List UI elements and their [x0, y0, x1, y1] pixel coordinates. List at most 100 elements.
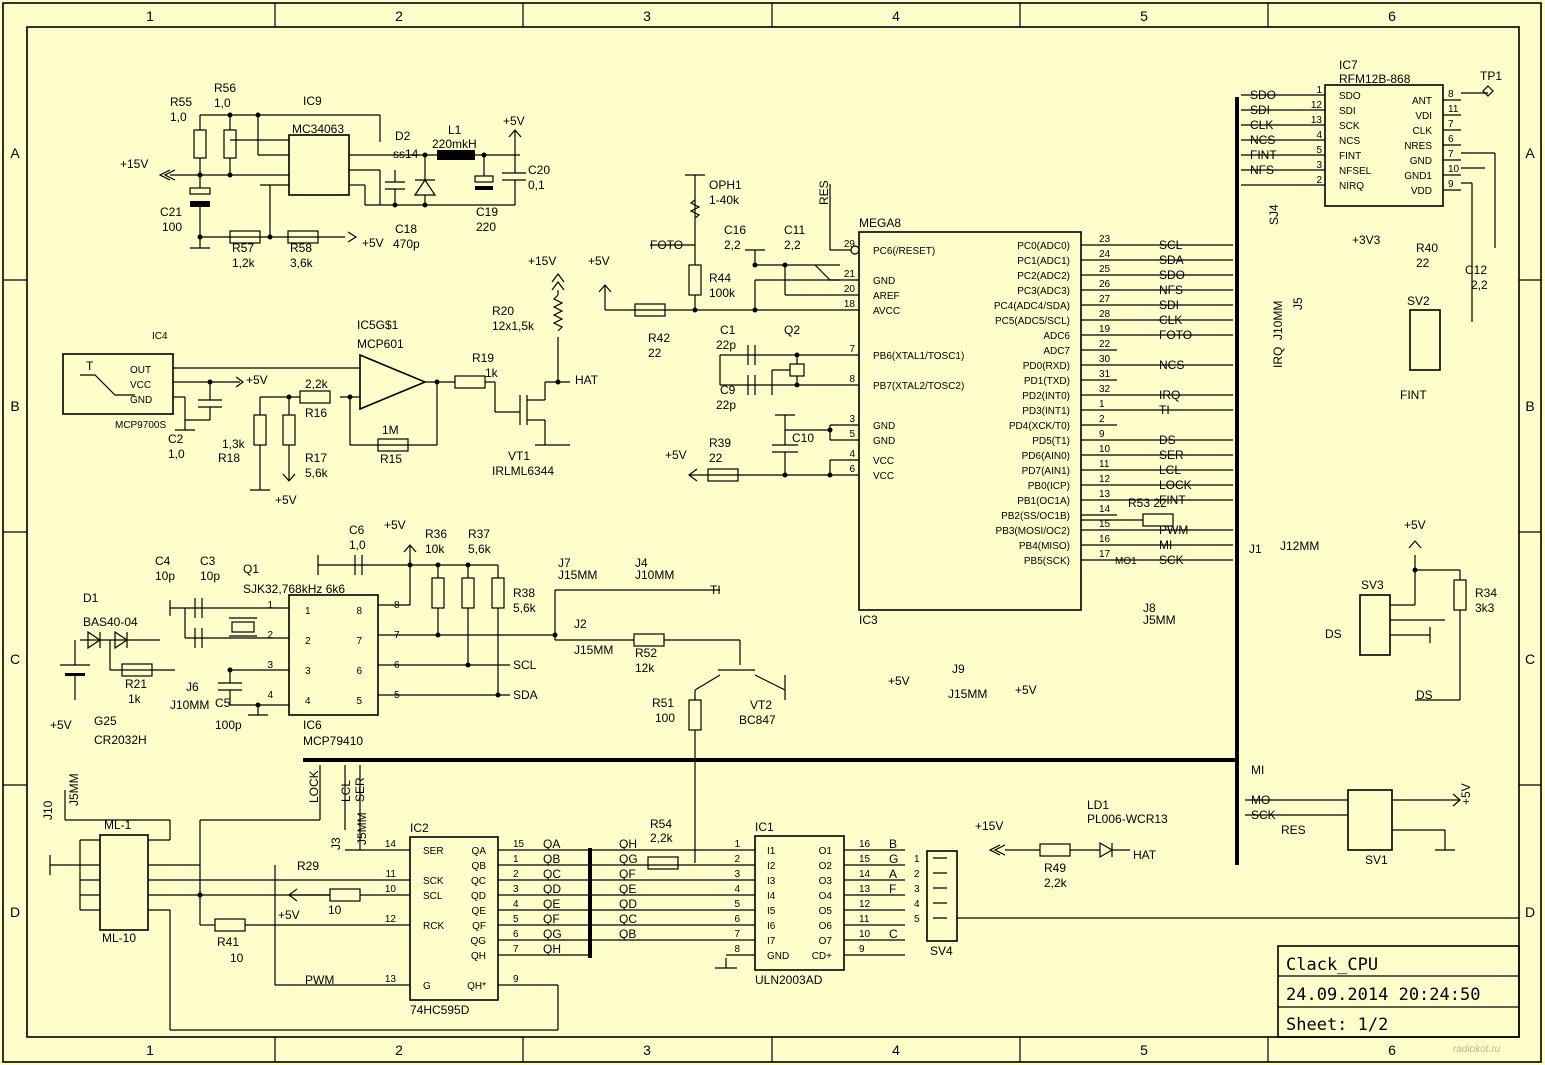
r52-label: R52 [635, 646, 657, 660]
mcu-pin-number: 4 [849, 449, 855, 460]
mcu-pin-name: ADC6 [1043, 331, 1070, 342]
watermark-text: radiokot.ru [1453, 1044, 1501, 1055]
mcu-net-label: FINT [1159, 493, 1186, 507]
r36-body [431, 577, 445, 609]
ic1-pin-number: 13 [859, 884, 871, 895]
c20-label: C20 [528, 163, 550, 177]
ic1-net-label: QG [619, 852, 638, 866]
rfm-pin-number: 2 [1316, 175, 1322, 186]
mcu-pin-name: PD3(INT1) [1022, 406, 1070, 417]
ic1-pin-number: 11 [859, 914, 870, 925]
plus15-label-2: +15V [528, 254, 556, 268]
sv3-ds: DS [1325, 627, 1342, 641]
c9-value: 22p [716, 398, 736, 412]
c6-value: 1,0 [349, 538, 366, 552]
ic2-pin-number: 13 [385, 974, 397, 985]
mcu-pin-number: 1 [1099, 399, 1105, 410]
r58-value: 3,6k [290, 256, 314, 270]
rfm-net-label: NFS [1250, 163, 1274, 177]
plus15-label-3: +15V [975, 819, 1003, 833]
ic4-out: OUT [130, 365, 151, 376]
column-label-bottom: 3 [643, 1042, 651, 1058]
mcu-pin-number: 3 [849, 414, 855, 425]
ic1-net-label: QD [619, 897, 637, 911]
sv1-mi: MI [1251, 763, 1264, 777]
rfm-pin-number: 9 [1448, 179, 1454, 190]
ic1-pin-name: O3 [819, 876, 833, 887]
rtc-pin-name: 7 [356, 636, 362, 647]
mcu-pin-number: 9 [1099, 429, 1105, 440]
rfm-pin-number: 11 [1448, 104, 1459, 115]
ic1-pin-name: GND [767, 951, 789, 962]
j9-value: J15MM [948, 687, 987, 701]
mcu-pin-number: 7 [849, 344, 855, 355]
mcu-net-label: SDI [1159, 298, 1179, 312]
ic1-net-label: QB [619, 927, 636, 941]
date-text: 24.09.2014 20:24:50 [1286, 985, 1480, 1005]
mcu-pin-name: PD4(XCK/T0) [1009, 421, 1070, 432]
tp1-label: TP1 [1480, 69, 1502, 83]
g25-value: CR2032H [94, 733, 147, 747]
rfm-pin-number: 1 [1316, 85, 1322, 96]
mcu-pin-number: 2 [1099, 414, 1105, 425]
mcu-net-label: TI [1159, 403, 1170, 417]
rtc-pin-name: 4 [305, 696, 311, 707]
r56-value: 1,0 [214, 96, 231, 110]
r29-value: 10 [328, 903, 342, 917]
ic2-pin-name: QH* [467, 981, 486, 992]
j8-label: J8 [1143, 601, 1156, 615]
plus5-label-6: +5V [665, 448, 687, 462]
ic2-pin-number: 15 [513, 839, 525, 850]
ic2-ref: IC2 [410, 821, 429, 835]
r16-label: R16 [305, 406, 327, 420]
c11-value: 2,2 [784, 238, 801, 252]
r21-body [121, 663, 153, 677]
j7-label: J7 [558, 556, 571, 570]
j2-value: J15MM [574, 643, 613, 657]
j2-label: J2 [574, 617, 587, 631]
mcu-net-label: IRQ [1159, 388, 1180, 402]
plus5-label-4: +5V [275, 493, 297, 507]
c12-label: C12 [1465, 263, 1487, 277]
mcu-pin-name: PC2(ADC2) [1017, 271, 1070, 282]
r56-label: R56 [214, 81, 236, 95]
q-net-label: QF [543, 912, 560, 926]
r54-value: 2,2k [650, 831, 674, 845]
ds-net-label: DS [1416, 688, 1433, 702]
c18-value: 470p [393, 237, 420, 251]
rfm-pin-number: 10 [1448, 164, 1460, 175]
ic2-pin-name: SER [423, 846, 444, 857]
plus33-label: +3V3 [1352, 233, 1381, 247]
column-label-bottom: 2 [395, 1042, 403, 1058]
rfm-pin-number: 6 [1448, 134, 1454, 145]
ic1-pin-number: 6 [734, 914, 740, 925]
j10-label: J10 [41, 800, 55, 820]
r18-body [253, 414, 267, 446]
column-label-bottom: 5 [1140, 1042, 1148, 1058]
plus5-label-12: +5V [1459, 783, 1473, 805]
ic2-pin-number: 3 [513, 884, 519, 895]
mcu-pin-number: 28 [1099, 309, 1111, 320]
sv4-label: SV4 [930, 944, 953, 958]
l1-value: 220mkH [432, 137, 477, 151]
rfm-pin-name: GND1 [1404, 171, 1432, 182]
rtc-pin-name: 1 [305, 606, 311, 617]
r34-label: R34 [1475, 586, 1497, 600]
mcu-pin-name: PB5(SCK) [1024, 556, 1070, 567]
ser-bus-label: SER [353, 777, 367, 802]
ic5-name: MCP601 [357, 337, 404, 351]
mcu-pin-name: PB4(MISO) [1019, 541, 1070, 552]
rtc-sda-net: SDA [513, 688, 538, 702]
r58-label: R58 [290, 241, 312, 255]
sv1-sck: SCK [1251, 808, 1276, 822]
r54-label: R54 [650, 817, 672, 831]
r53-label: R53 22 [1128, 496, 1167, 510]
r17-value: 5,6k [305, 466, 329, 480]
r19-body [454, 375, 486, 389]
rfm-net-label: CLK [1250, 118, 1273, 132]
mcu-pin-number: 23 [1099, 234, 1111, 245]
